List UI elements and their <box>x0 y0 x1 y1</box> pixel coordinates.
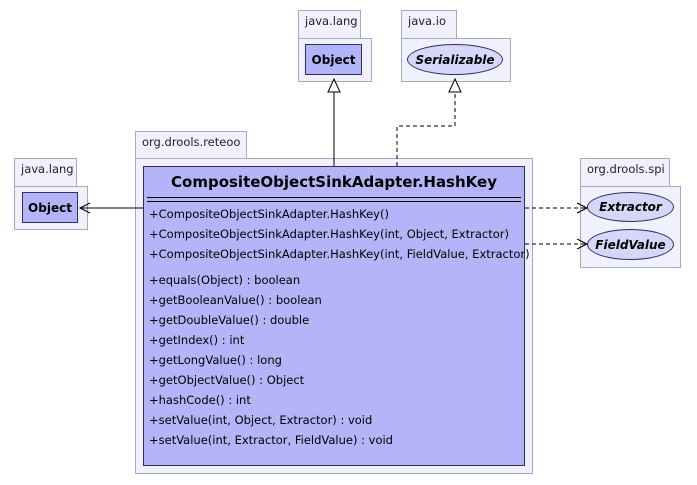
method-equals: +equals(Object) : boolean <box>149 273 301 287</box>
method-get-boolean-value: +getBooleanValue() : boolean <box>149 293 322 307</box>
method-get-long-value: +getLongValue() : long <box>149 353 282 367</box>
constructor-object-extractor: +CompositeObjectSinkAdapter.HashKey(int,… <box>149 227 509 241</box>
class-object-top[interactable]: Object <box>305 44 362 75</box>
interface-extractor[interactable]: Extractor <box>587 192 674 222</box>
dependency-arrowhead-extractor <box>576 202 589 214</box>
realization-arrowhead-serializable <box>448 77 462 93</box>
title-separator <box>147 197 521 198</box>
package-tab-org-drools-reteoo: org.drools.reteoo <box>135 131 247 159</box>
method-get-index: +getIndex() : int <box>149 333 245 347</box>
package-tab-java-lang-top: java.lang <box>298 10 361 39</box>
method-set-value-object-extractor: +setValue(int, Object, Extractor) : void <box>149 413 373 427</box>
method-get-object-value: +getObjectValue() : Object <box>149 373 305 387</box>
interface-serializable[interactable]: Serializable <box>407 44 503 75</box>
dependency-arrowhead-fieldvalue <box>576 238 589 250</box>
generalization-arrowhead-object <box>327 77 341 93</box>
method-get-double-value: +getDoubleValue() : double <box>149 313 310 327</box>
class-object-left[interactable]: Object <box>22 192 78 223</box>
constructor-default: +CompositeObjectSinkAdapter.HashKey() <box>149 207 389 221</box>
method-set-value-extractor-fieldvalue: +setValue(int, Extractor, FieldValue) : … <box>149 433 393 447</box>
class-title: CompositeObjectSinkAdapter.HashKey <box>171 173 497 191</box>
association-arrowhead-object-left <box>78 202 91 214</box>
realization-line-serializable <box>396 91 456 166</box>
attributes-separator <box>147 201 521 202</box>
constructor-fieldvalue-extractor: +CompositeObjectSinkAdapter.HashKey(int,… <box>149 247 530 261</box>
method-hash-code: +hashCode() : int <box>149 393 251 407</box>
package-tab-org-drools-spi: org.drools.spi <box>580 158 670 187</box>
interface-fieldvalue[interactable]: FieldValue <box>587 229 674 260</box>
class-composite-object-sink-adapter-hashkey[interactable]: CompositeObjectSinkAdapter.HashKey +Comp… <box>143 166 530 466</box>
